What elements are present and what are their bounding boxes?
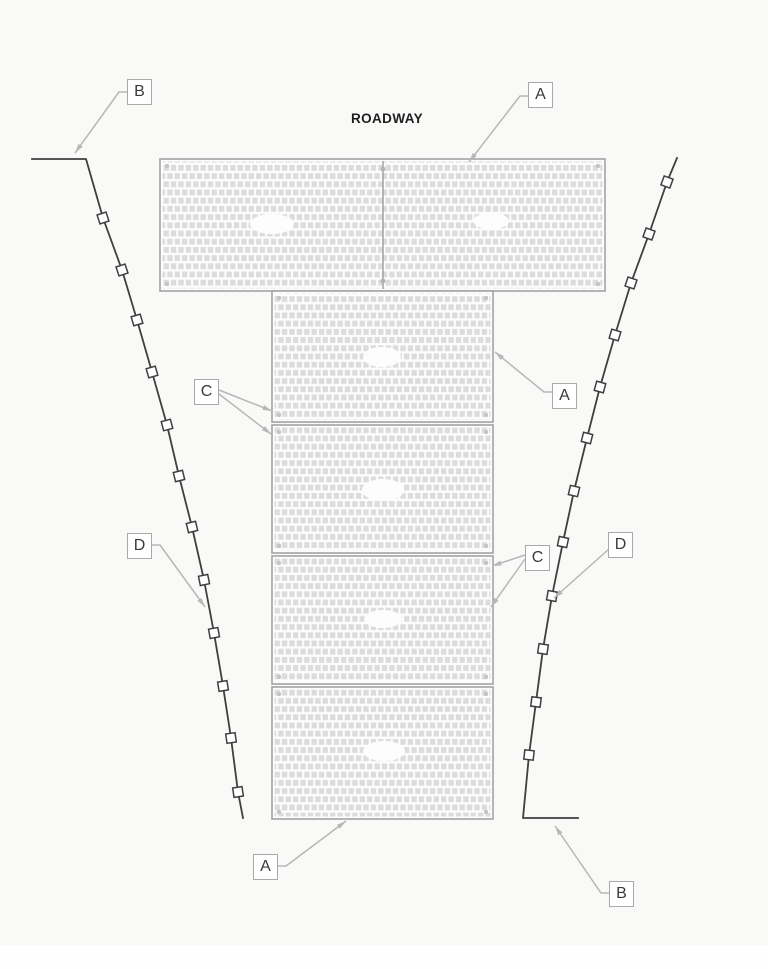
divider-dot (380, 166, 386, 172)
panel-blob (250, 214, 294, 234)
leader-arrow (262, 405, 272, 411)
corner-pin (277, 675, 281, 679)
leader-line-d-left (152, 544, 206, 608)
leader-line-b-top (74, 91, 127, 154)
leader-arrow (555, 826, 563, 836)
corner-pin (596, 164, 600, 168)
fence-post-marker (216, 679, 230, 693)
leader-line-a-right (494, 351, 552, 393)
corner-pin (165, 282, 169, 286)
leader-arrow (261, 426, 271, 434)
leader-arrow (491, 597, 499, 607)
fence-post-marker (231, 785, 245, 799)
fence-post-marker (224, 731, 238, 745)
panel-blob (363, 741, 405, 761)
corner-pin (484, 413, 488, 417)
corner-pin (277, 561, 281, 565)
divider-dot (380, 278, 386, 284)
fence-layer (31, 156, 679, 820)
corner-pin (484, 430, 488, 434)
fence-post-marker (545, 589, 559, 603)
fence-post-marker (145, 365, 159, 379)
fence-post-marker (593, 380, 607, 394)
leader-line-c-right (490, 558, 526, 608)
mat-layer (159, 158, 606, 820)
fence-post-marker (130, 313, 144, 327)
panel-blob (364, 610, 402, 628)
fence-post-marker (160, 418, 174, 432)
corner-pin (484, 810, 488, 814)
corner-pin (277, 692, 281, 696)
fence-post-marker (172, 469, 186, 483)
fence-post-marker (115, 263, 129, 277)
leader-line-d-right (553, 548, 610, 599)
leader-arrow (469, 152, 477, 162)
fence-post-marker (207, 626, 221, 640)
corner-pin (165, 164, 169, 168)
fence-post-marker (96, 211, 110, 225)
fence-post-marker (185, 520, 199, 534)
leader-arrow (75, 143, 83, 153)
fence-post-marker (567, 484, 581, 498)
corner-pin (277, 544, 281, 548)
corner-pin (277, 413, 281, 417)
corner-pin (277, 810, 281, 814)
leader-arrow (197, 597, 205, 607)
corner-pin (484, 296, 488, 300)
leader-arrow (336, 821, 346, 829)
fence-post-marker (608, 328, 622, 342)
panel-blob (473, 213, 509, 229)
leader-line-a-top (468, 95, 528, 163)
corner-pin (277, 296, 281, 300)
leader-layer (74, 91, 610, 894)
leader-arrow (554, 589, 563, 598)
fence-post-marker (536, 642, 550, 656)
panel-blob (363, 347, 401, 367)
fence-post-marker (660, 175, 674, 189)
leader-arrow (492, 560, 502, 566)
fence-post-marker (522, 748, 536, 762)
corner-pin (484, 544, 488, 548)
fence-post-marker (642, 227, 656, 241)
corner-pin (484, 561, 488, 565)
fence-post-marker (580, 431, 594, 445)
fence-post-marker (529, 695, 543, 709)
leader-arrow (495, 352, 504, 360)
leader-line-c-left (218, 393, 272, 435)
leader-line-b-bottom (554, 825, 609, 894)
fence-post-marker (556, 535, 570, 549)
corner-pin (484, 692, 488, 696)
panel-blob (362, 479, 404, 501)
corner-pin (596, 282, 600, 286)
page-bottom-margin (0, 945, 768, 969)
leader-line-c-left (218, 389, 273, 412)
leader-line-a-bottom (278, 820, 347, 867)
fence-post-marker (197, 573, 211, 587)
fence-post-marker (624, 276, 638, 290)
corner-pin (277, 430, 281, 434)
corner-pin (484, 675, 488, 679)
